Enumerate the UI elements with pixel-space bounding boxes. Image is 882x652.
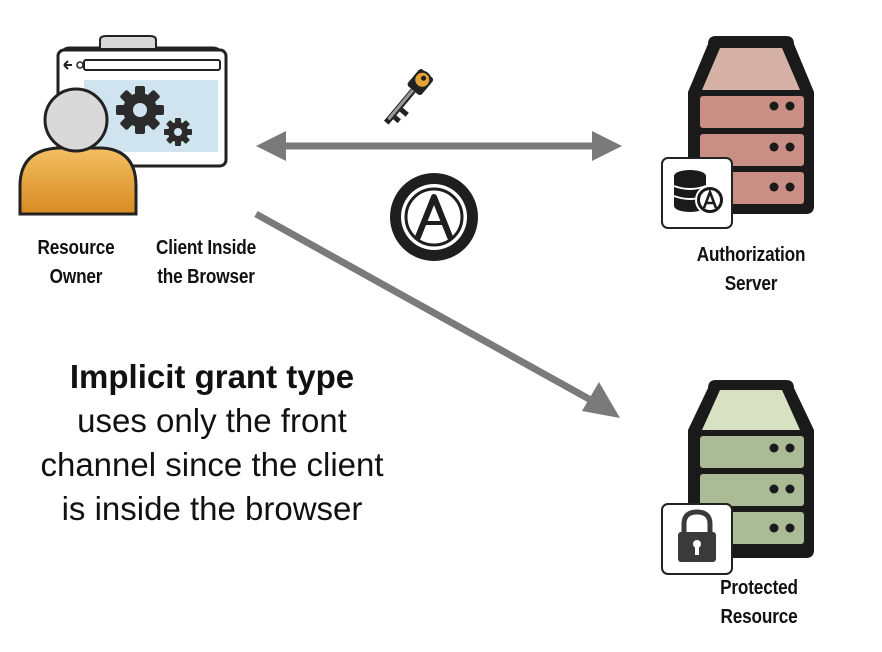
front-channel-arrow (256, 131, 622, 161)
client-label: Client Inside the Browser (141, 234, 272, 292)
authorization-server-label-line-1: Authorization (696, 244, 806, 266)
authorization-server-label-line-2: Server (724, 273, 778, 295)
access-arrow (254, 210, 620, 418)
client-label-line-1: Client Inside (155, 237, 257, 259)
authorization-server-label: Authorization Server (678, 241, 824, 299)
resource-owner-label-line-2: Owner (49, 266, 103, 288)
key-icon (383, 69, 434, 125)
protected-resource-label-line-1: Protected (720, 577, 798, 599)
user-icon (18, 87, 138, 216)
gears-icon (116, 86, 192, 146)
caption-line-3: is inside the browser (61, 490, 363, 527)
lock-icon (661, 503, 733, 575)
caption-title: Implicit grant type (69, 358, 355, 395)
caption-line-1: uses only the front (77, 402, 347, 439)
protected-resource-label-line-2: Resource (720, 606, 798, 628)
caption-line-2: channel since the client (40, 446, 384, 483)
resource-owner-label-line-1: Resource (37, 237, 115, 259)
client-label-line-2: the Browser (157, 266, 255, 288)
resource-owner-label: Resource Owner (26, 234, 126, 292)
implicit-grant-caption: Implicit grant type uses only the front … (0, 355, 424, 531)
protected-resource-label: Protected Resource (695, 574, 824, 632)
authorization-token-icon (390, 173, 478, 261)
database-icon (661, 157, 733, 229)
